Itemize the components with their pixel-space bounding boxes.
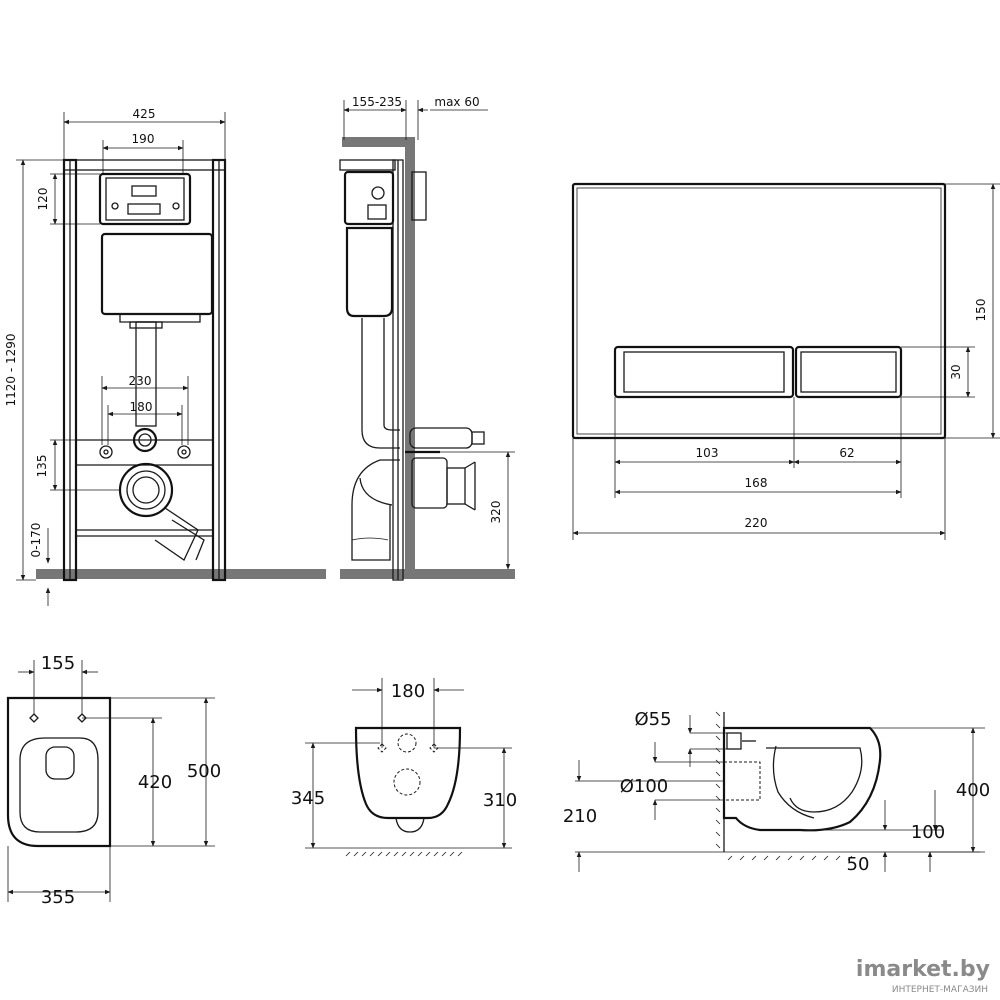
dim-panel-height: 120	[36, 188, 50, 211]
bowl-top-outline	[6, 696, 112, 848]
dim-panel-thickness: max 60	[434, 95, 479, 109]
flush-mechanism-side	[343, 170, 395, 226]
dim-panel-width: 190	[132, 132, 155, 146]
dim-inlet-diameter: Ø55	[634, 709, 671, 730]
dim-back-height-left: 345	[291, 788, 325, 809]
flush-plate	[571, 182, 947, 440]
dim-stud-inner: 180	[130, 400, 153, 414]
dim-front-height: 100	[911, 822, 945, 843]
flush-button-small	[794, 345, 903, 399]
dim-buttons-total: 168	[745, 476, 768, 490]
flush-button-large	[613, 345, 795, 399]
outlet-front	[118, 462, 174, 518]
dim-stud-outer: 230	[129, 374, 152, 388]
dim-frame-height: 1120 - 1290	[4, 333, 18, 406]
flush-plate-view: 150 30 103 62 168 220	[571, 182, 1000, 540]
bowl-top-view: 155 420 500 355	[6, 653, 221, 908]
dim-leg-adjust: 0-170	[29, 523, 43, 558]
dim-plate-height: 150	[974, 299, 988, 322]
dim-outlet-height-side: 210	[563, 806, 597, 827]
dim-bowl-mount-depth: 420	[138, 772, 172, 793]
dim-button-left: 103	[696, 446, 719, 460]
dim-bowl-length: 500	[187, 761, 221, 782]
watermark-brand: imarket.by	[856, 957, 990, 982]
dim-bowl-mount-spacing: 155	[41, 653, 75, 674]
bowl-back-view: 180 345 310	[291, 678, 517, 857]
dim-outlet-height: 135	[35, 455, 49, 478]
dim-button-right: 62	[839, 446, 854, 460]
floor	[36, 569, 326, 579]
dim-frame-width: 425	[133, 107, 156, 121]
bowl-side-view: Ø55 Ø100 210 400 100 50	[563, 709, 990, 875]
frame-side-view: 155-235 max 60 320	[339, 95, 515, 581]
wall	[405, 145, 415, 579]
dim-outlet-diameter: Ø100	[620, 776, 669, 797]
bowl-back-outline	[354, 726, 462, 820]
dim-side-outlet-height: 320	[489, 501, 503, 524]
dim-back-height-right: 310	[483, 790, 517, 811]
dim-plate-width: 220	[745, 516, 768, 530]
frame-front-view: 425 190 120 1120 - 1290 230 180 135 0	[4, 107, 326, 606]
watermark: imarket.by ИНТЕРНЕТ-МАГАЗИН	[856, 957, 990, 995]
dim-bowl-height: 400	[956, 780, 990, 801]
dim-bowl-width: 355	[41, 887, 75, 908]
dim-base-offset: 50	[847, 854, 870, 875]
bowl-side-outline	[722, 726, 882, 832]
cistern	[100, 232, 214, 316]
dim-back-mount-spacing: 180	[391, 681, 425, 702]
dim-frame-depth: 155-235	[352, 95, 402, 109]
dim-button-height: 30	[949, 364, 963, 379]
watermark-tagline: ИНТЕРНЕТ-МАГАЗИН	[892, 985, 988, 995]
flush-panel-opening	[98, 172, 192, 226]
